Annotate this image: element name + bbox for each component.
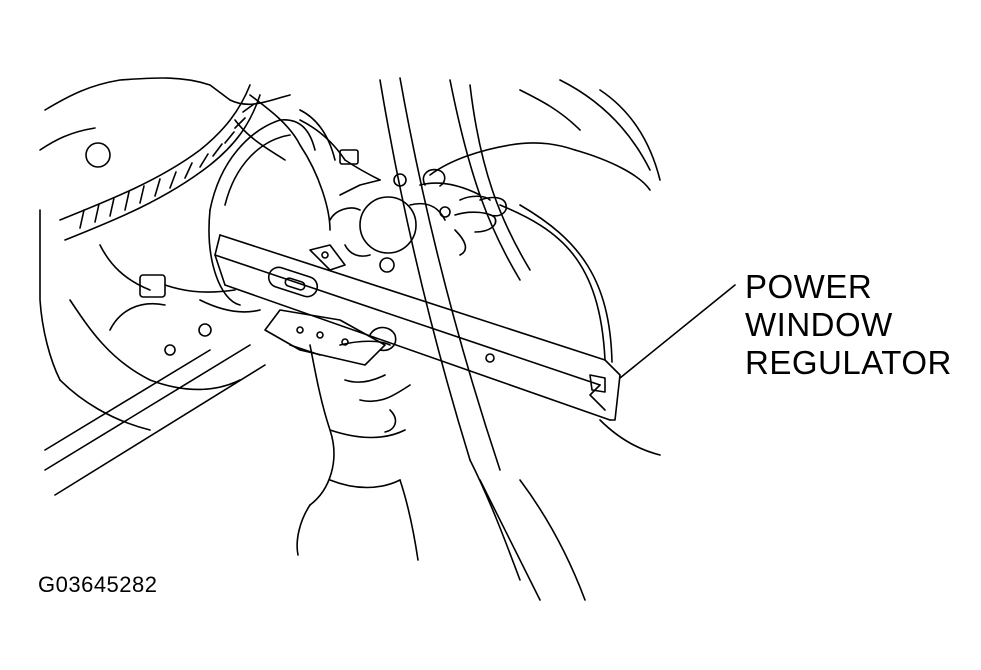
regulator-rail	[214, 234, 621, 421]
lower-hand	[296, 326, 419, 561]
callout-line-3: REGULATOR	[745, 344, 952, 381]
figure-id: G03645282	[38, 572, 158, 597]
callout-line-2: WINDOW	[745, 306, 893, 343]
motor-assembly	[309, 173, 481, 273]
access-hole	[199, 94, 336, 313]
upper-hand	[422, 142, 651, 256]
callout-leader-line	[619, 284, 736, 379]
wire-harness	[59, 84, 261, 298]
regulator-bracket	[264, 309, 386, 366]
callout-line-1: POWER	[745, 268, 873, 305]
window-channel	[379, 77, 661, 601]
callout-label: POWER WINDOW REGULATOR	[745, 268, 952, 382]
motor-wiring	[299, 119, 613, 363]
